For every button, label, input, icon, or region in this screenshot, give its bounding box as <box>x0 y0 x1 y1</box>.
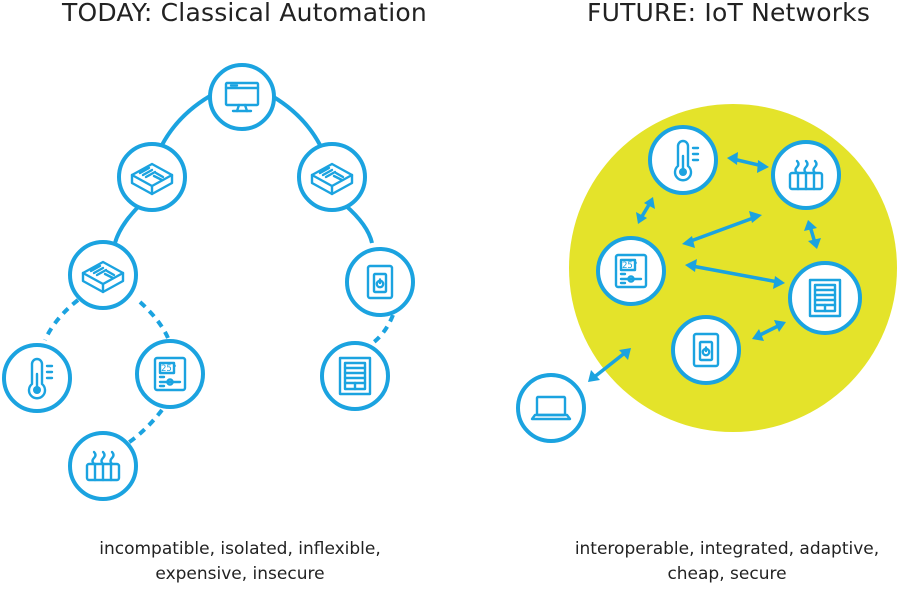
right-caption-line1: interoperable, integrated, adaptive, <box>574 539 880 559</box>
node-switch-right <box>671 315 741 385</box>
node-thermostat-right: 25° <box>596 236 666 306</box>
node-thermometer-right <box>648 125 718 195</box>
node-controller-right <box>297 142 367 212</box>
node-monitor <box>208 63 276 131</box>
left-caption: incompatible, isolated, inflexible, expe… <box>75 537 405 587</box>
right-caption: interoperable, integrated, adaptive, che… <box>562 537 892 587</box>
left-caption-line1: incompatible, isolated, inflexible, <box>99 539 381 559</box>
right-title: FUTURE: IoT Networks <box>587 0 871 27</box>
thermostat-reading: 25° <box>622 261 638 271</box>
node-switch-left <box>345 247 415 317</box>
node-blind-left <box>320 341 390 411</box>
left-title: TODAY: Classical Automation <box>62 0 427 27</box>
right-caption-line2: cheap, secure <box>667 564 787 584</box>
network-arrows <box>588 152 821 382</box>
node-laptop <box>516 373 586 443</box>
thermostat-reading: 25° <box>161 364 177 374</box>
node-thermostat-left: 25° <box>135 339 205 409</box>
node-controller-left <box>117 142 187 212</box>
node-radiator-left <box>68 431 138 501</box>
node-radiator-right <box>771 140 841 210</box>
node-blind-right <box>788 261 862 335</box>
node-thermometer-left <box>2 343 72 413</box>
left-caption-line2: expensive, insecure <box>155 564 325 584</box>
node-controller-lower <box>68 240 138 310</box>
classical-links <box>43 94 395 447</box>
